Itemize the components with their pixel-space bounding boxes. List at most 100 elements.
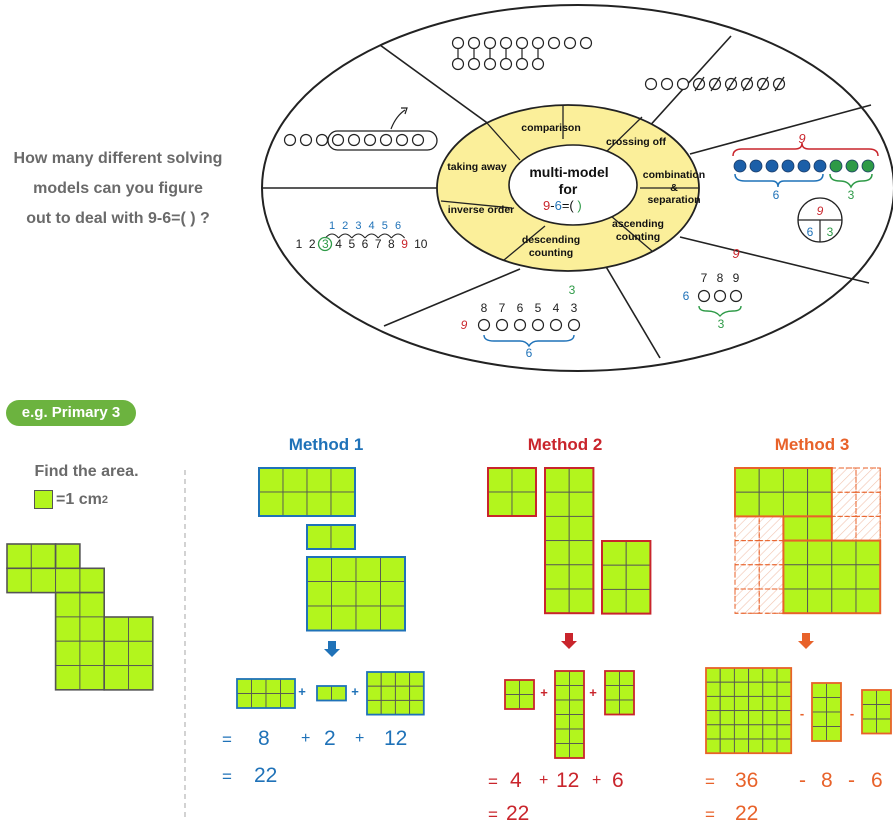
bead [781,159,795,173]
ring-label-ascending-2: counting [616,231,660,243]
compare-circle [451,36,465,50]
m1-val-a: 8 [258,727,270,750]
m2-piece-2x2 [487,467,537,517]
shape-row-2 [6,567,105,594]
svg-text:-: - [850,706,854,721]
compare-circle [467,36,481,50]
m3-val-c: 6 [871,769,883,792]
hop-arc [338,233,353,239]
m1-small-2 [316,685,347,702]
unit-square-icon [34,490,53,509]
asc-n1: 7 [701,271,708,285]
m2-val-a: 4 [510,769,522,792]
asc-left: 6 [683,289,690,303]
desc-circle [513,318,527,332]
pie-top: 9 [817,204,824,218]
take-circle [363,133,377,147]
take-circle [331,133,345,147]
numberline-num: 2 [309,237,316,251]
bead [829,159,843,173]
method-1-title: Method 1 [288,435,364,454]
take-circle [315,133,329,147]
asc-n2: 8 [717,271,724,285]
hop-label: 6 [395,220,401,232]
m3-op-1: - [799,769,806,792]
compare-circle [531,57,545,71]
m2-eq-sign: = [488,772,498,791]
numberline-num: 8 [388,237,395,251]
ascending-model: 9 7 8 9 6 3 [683,246,743,331]
m2-piece-2x3 [601,540,652,615]
svg-text:+: + [351,684,359,699]
arrow-up-icon [401,107,408,115]
compare-circle [547,36,561,50]
compare-circle [499,57,513,71]
take-circle [379,133,393,147]
numberline-num: 1 [296,237,303,251]
numberline-num: 7 [375,237,382,251]
svg-text:+: + [589,685,597,700]
center-ellipse [508,144,638,226]
pie-left: 6 [807,225,814,239]
center-title-2: for [559,181,578,197]
m3-small-6x6 [705,667,793,755]
desc-circle [549,318,563,332]
m3-small-2x4 [811,682,842,742]
take-circle [283,133,297,147]
compare-circle [563,36,577,50]
arrow-down-icon-2 [561,633,577,649]
numberline-num: 9 [401,237,408,251]
m1-result: 22 [254,764,278,787]
svg-text:+: + [298,684,306,699]
m2-eq-sign-2: = [488,805,498,824]
shape-row-1 [6,543,57,570]
unit-label: =1 cm [56,490,102,508]
m2-val-b: 12 [556,769,580,792]
combo-total: 9 [798,131,805,146]
bead [797,159,811,173]
combo-right: 3 [848,188,855,202]
desc-circle [477,318,491,332]
bead [861,159,875,173]
compare-circle [451,57,465,71]
ring-dividers [440,105,699,261]
question-line-1: How many different solving [13,150,223,167]
m3-val-a: 36 [735,769,759,792]
answer-circle-icon [317,236,333,252]
compare-circle [531,36,545,50]
m2-val-c: 6 [612,769,624,792]
m2-op-1: + [539,772,549,789]
hop-arc [377,233,392,239]
desc-num: 4 [553,301,560,315]
ring-label-combination-1: combination [643,169,705,181]
comparison-model [451,36,593,71]
ring-label-ascending-1: ascending [612,218,664,230]
m1-small-3 [366,671,425,716]
compare-circle [499,36,513,50]
numberline-num: 6 [362,237,369,251]
numberline-num: 5 [348,237,355,251]
grade-tag: e.g. Primary 3 [6,400,136,426]
grid-operators: + + + + - - [298,684,854,721]
m1-val-c: 12 [384,727,408,750]
ring-label-inverse: inverse order [448,204,515,216]
ring-label-combination-3: separation [647,194,700,206]
asc-top: 9 [732,246,739,261]
arrow-down-icon-3 [798,633,814,649]
hop-arc [351,233,366,239]
center-eq-a: 9 [543,198,550,213]
center-title-1: multi-model [529,164,608,180]
ring-label-crossing-off: crossing off [606,136,667,148]
compare-circle [483,57,497,71]
ring-label-descending-2: counting [529,247,573,259]
question-line-3: out to deal with 9-6=( ) ? [26,210,210,227]
hop-label: 1 [329,220,335,232]
combo-left: 6 [773,188,780,202]
m1-piece-4x3 [306,556,406,632]
desc-num: 8 [481,301,488,315]
m1-piece-2x1 [306,524,356,550]
method-2-title: Method 2 [527,435,603,454]
